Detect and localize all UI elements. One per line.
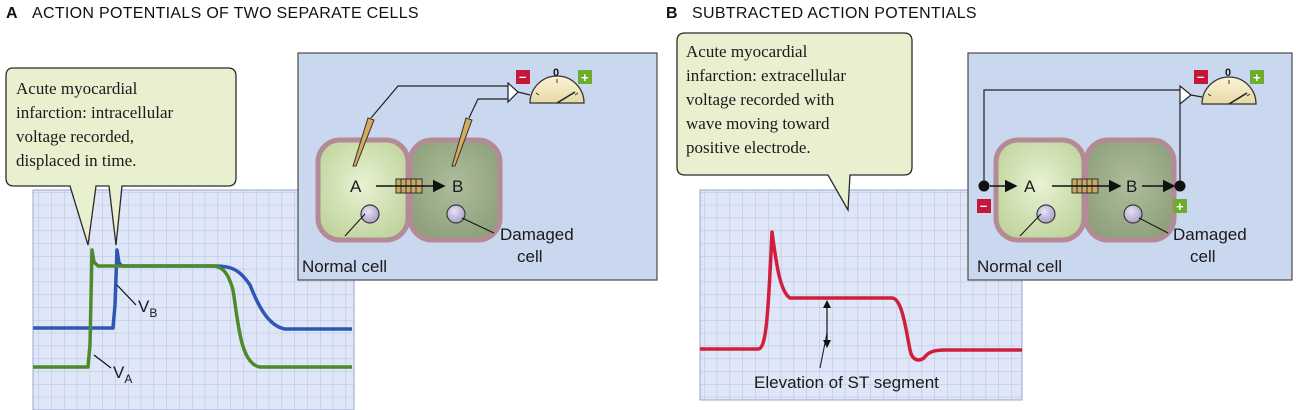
callout-b-line-4: wave moving toward: [686, 114, 830, 133]
cell-b-letter-b: B: [1126, 177, 1137, 196]
positive-electrode: [1174, 180, 1186, 192]
panel-a: A ACTION POTENTIALS OF TWO SEPARATE CELL…: [5, 5, 658, 410]
st-elevation-label: Elevation of ST segment: [754, 373, 939, 392]
nucleus-normal-a: [360, 204, 380, 224]
nucleus-normal-b: [1036, 204, 1056, 224]
svg-text:+: +: [1176, 199, 1184, 214]
cell-b-letter-a: B: [452, 177, 463, 196]
callout-b-line-5: positive electrode.: [686, 138, 811, 157]
label-va: VA: [113, 363, 132, 386]
callout-b-line-3: voltage recorded with: [686, 90, 835, 109]
panel-b-letter: B: [666, 5, 678, 22]
cell-a-letter-a: A: [350, 177, 362, 196]
callout-b-line-2: infarction: extracellular: [686, 66, 846, 85]
damaged-cell-label-b-1: Damaged: [1173, 225, 1247, 244]
callout-a-line-3: voltage recorded,: [16, 127, 134, 146]
callout-a-line-1: Acute myocardial: [16, 79, 138, 98]
damaged-cell-label-a-1: Damaged: [500, 225, 574, 244]
damaged-cell-label-b-2: cell: [1190, 247, 1216, 266]
callout-a-line-4: displaced in time.: [16, 151, 136, 170]
panel-a-cell-diagram: A B 0 – + Norm: [297, 52, 658, 281]
panel-b-title: SUBTRACTED ACTION POTENTIALS: [692, 5, 977, 22]
damaged-cell-label-a-2: cell: [517, 247, 543, 266]
nucleus-damaged-a: [446, 204, 466, 224]
negative-electrode: [978, 180, 990, 192]
callout-a: Acute myocardial infarction: intracellul…: [5, 67, 237, 246]
nucleus-damaged-b: [1123, 204, 1143, 224]
callout-b-line-1: Acute myocardial: [686, 42, 808, 61]
svg-text:+: +: [1253, 70, 1261, 85]
svg-text:–: –: [519, 69, 526, 84]
voltmeter-b: 0 – +: [1194, 67, 1264, 105]
panel-a-letter: A: [6, 5, 18, 22]
normal-cell-label-a: Normal cell: [302, 257, 387, 276]
svg-text:0: 0: [1225, 67, 1231, 79]
svg-text:+: +: [581, 70, 589, 85]
trace-subtracted: [700, 230, 1022, 362]
cell-a-letter-b: A: [1024, 177, 1036, 196]
normal-cell-label-b: Normal cell: [977, 257, 1062, 276]
label-vb: VB: [138, 297, 157, 320]
normal-cell-b: [993, 137, 1087, 243]
trace-va: [33, 248, 352, 369]
svg-text:–: –: [1197, 69, 1204, 84]
svg-text:0: 0: [553, 67, 559, 79]
svg-text:–: –: [980, 198, 987, 213]
normal-cell-a: [315, 137, 411, 243]
callout-a-line-2: infarction: intracellular: [16, 103, 174, 122]
voltmeter-a: 0 – +: [516, 67, 592, 104]
panel-a-title: ACTION POTENTIALS OF TWO SEPARATE CELLS: [32, 5, 419, 22]
callout-b: Acute myocardial infarction: extracellul…: [676, 32, 913, 213]
panel-b: B SUBTRACTED ACTION POTENTIALS Elevation…: [666, 5, 1293, 401]
panel-b-cell-diagram: A B – + 0 –: [967, 52, 1293, 281]
